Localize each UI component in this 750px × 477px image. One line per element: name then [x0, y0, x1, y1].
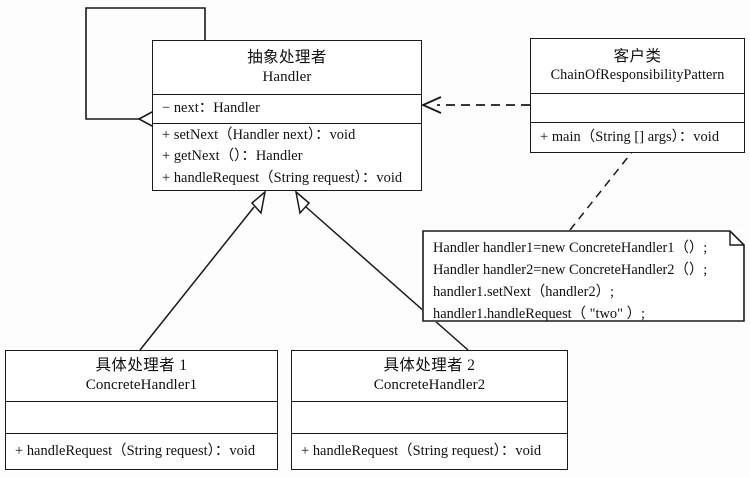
note-text: Handler handler1=new ConcreteHandler1（）;… — [422, 230, 745, 331]
class-name-en: Handler — [262, 68, 312, 85]
generalization-triangle — [294, 190, 311, 215]
class-operations-concrete-handler-2: + handleRequest（String request）：void — [292, 433, 567, 469]
edge-note-anchor — [569, 151, 633, 231]
class-attributes-client — [531, 93, 744, 122]
class-attributes-concrete-handler-1 — [6, 401, 277, 433]
class-name-cn: 具体处理者 1 — [95, 357, 188, 375]
class-operations-handler: + setNext（Handler next）：void + getNext（）… — [153, 123, 421, 190]
class-attributes-concrete-handler-2 — [292, 401, 567, 433]
note-box-client-code[interactable]: Handler handler1=new ConcreteHandler1（）;… — [422, 230, 745, 322]
class-name-cn: 抽象处理者 — [247, 48, 327, 66]
class-operations-client: + main（String [] args）：void — [531, 122, 744, 152]
class-box-concrete-handler-2[interactable]: 具体处理者 2 ConcreteHandler2 + handleRequest… — [291, 350, 568, 470]
note-line: Handler handler2=new ConcreteHandler2（）; — [433, 262, 708, 279]
operation-row: + handleRequest（String request）：void — [301, 442, 542, 459]
note-line: handler1.handleRequest（ "two" ）; — [433, 306, 645, 323]
class-box-handler[interactable]: 抽象处理者 Handler − next：Handler + setNext（H… — [152, 40, 422, 191]
operation-row: + handleRequest（String request）：void — [15, 442, 256, 459]
class-header-concrete-handler-2: 具体处理者 2 ConcreteHandler2 — [292, 351, 567, 401]
operation-row: + handleRequest（String request）：void — [162, 169, 403, 186]
operation-row: + getNext（）：Handler — [162, 148, 303, 165]
attribute-row — [15, 407, 270, 429]
open-arrow-head — [420, 96, 442, 114]
note-line: Handler handler1=new ConcreteHandler1（）; — [433, 240, 708, 256]
note-shape — [422, 230, 745, 322]
class-attributes-handler: − next：Handler — [153, 94, 421, 123]
edge-client-dependency — [420, 96, 530, 114]
class-name-en: ConcreteHandler2 — [373, 377, 486, 394]
class-name-en: ChainOfResponsibilityPattern — [550, 66, 725, 83]
operation-row: + setNext（Handler next）：void — [162, 126, 356, 143]
edge-concrete1-generalization — [139, 190, 267, 351]
operation-row: + main（String [] args）：void — [540, 128, 720, 145]
note-line: handler1.setNext（handler2）; — [433, 284, 615, 301]
attribute-row: − next：Handler — [162, 100, 260, 117]
generalization-triangle — [250, 190, 267, 215]
class-header-handler: 抽象处理者 Handler — [153, 41, 421, 94]
class-box-client[interactable]: 客户类 ChainOfResponsibilityPattern + main（… — [530, 38, 745, 153]
class-header-concrete-handler-1: 具体处理者 1 ConcreteHandler1 — [6, 351, 277, 401]
class-operations-concrete-handler-1: + handleRequest（String request）：void — [6, 433, 277, 469]
class-name-cn: 具体处理者 2 — [383, 357, 476, 375]
class-name-en: ConcreteHandler1 — [85, 377, 198, 394]
attribute-row — [540, 97, 737, 119]
class-header-client: 客户类 ChainOfResponsibilityPattern — [531, 39, 744, 93]
class-name-cn: 客户类 — [613, 47, 662, 65]
attribute-row — [301, 407, 560, 429]
class-box-concrete-handler-1[interactable]: 具体处理者 1 ConcreteHandler1 + handleRequest… — [5, 350, 278, 470]
